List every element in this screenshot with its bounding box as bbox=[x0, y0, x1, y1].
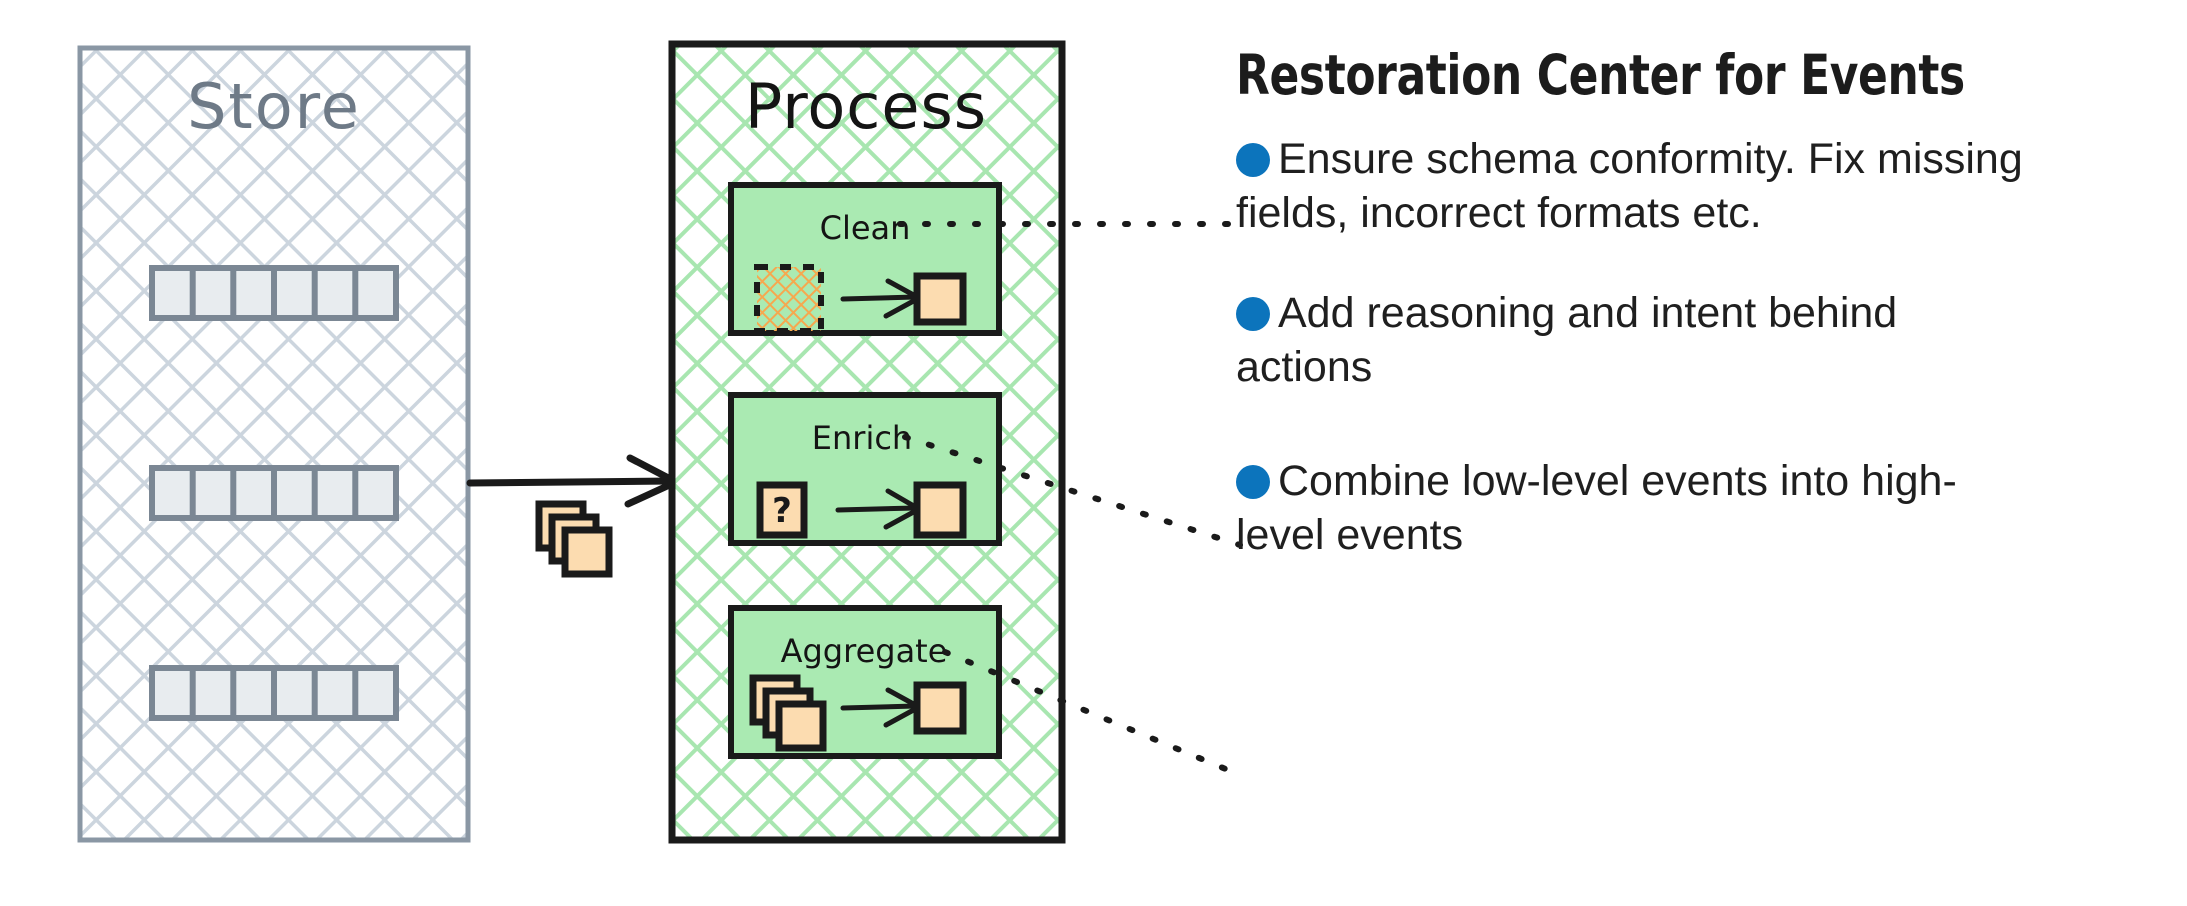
process-step-enrich[interactable]: Enrich ? bbox=[728, 392, 1002, 546]
question-card-icon: ? bbox=[756, 481, 808, 539]
store-panel[interactable]: Store bbox=[77, 45, 471, 843]
connector-aggregate-to-note-3 bbox=[942, 649, 1243, 778]
store-panel-title: Store bbox=[187, 70, 361, 143]
store-row bbox=[149, 465, 399, 521]
stacked-cards-icon bbox=[749, 674, 827, 752]
process-step-label: Clean bbox=[820, 209, 911, 247]
solid-card-icon bbox=[913, 681, 967, 735]
note-text: Ensure schema conformity. Fix missing fi… bbox=[1236, 135, 2023, 237]
note-item: Add reasoning and intent behind actions bbox=[1236, 286, 2036, 394]
note-item: Ensure schema conformity. Fix missing fi… bbox=[1236, 132, 2036, 240]
bullet-dot-icon bbox=[1236, 465, 1270, 499]
hatched-dashed-square-icon bbox=[754, 264, 824, 334]
process-step-label: Aggregate bbox=[781, 632, 948, 670]
note-text: Combine low-level events into high-level… bbox=[1236, 457, 1957, 559]
notes-title: Restoration Center for Events bbox=[1236, 43, 1965, 107]
store-row bbox=[149, 265, 399, 321]
stacked-cards-icon bbox=[535, 500, 613, 578]
question-mark-glyph: ? bbox=[772, 491, 792, 531]
process-panel-title: Process bbox=[745, 70, 987, 143]
process-step-clean[interactable]: Clean bbox=[728, 182, 1002, 336]
bullet-dot-icon bbox=[1236, 143, 1270, 177]
store-row bbox=[149, 665, 399, 721]
solid-card-icon bbox=[913, 481, 967, 539]
note-text: Add reasoning and intent behind actions bbox=[1236, 289, 1898, 391]
bullet-dot-icon bbox=[1236, 297, 1270, 331]
connector-enrich-to-note-2 bbox=[902, 434, 1243, 548]
store-cell-dividers bbox=[189, 268, 359, 318]
store-cell-dividers bbox=[189, 468, 359, 518]
process-step-aggregate[interactable]: Aggregate bbox=[728, 605, 1002, 759]
solid-card-icon bbox=[913, 272, 967, 326]
store-cell-dividers bbox=[189, 668, 359, 718]
process-step-label: Enrich bbox=[812, 419, 912, 457]
notes-column: Restoration Center for Events Ensure sch… bbox=[1236, 44, 2156, 562]
process-panel[interactable]: Process Clean Enrich bbox=[668, 40, 1066, 844]
note-item: Combine low-level events into high-level… bbox=[1236, 454, 2036, 562]
flow-arrow bbox=[466, 454, 680, 508]
store-panel-frame bbox=[77, 45, 471, 843]
